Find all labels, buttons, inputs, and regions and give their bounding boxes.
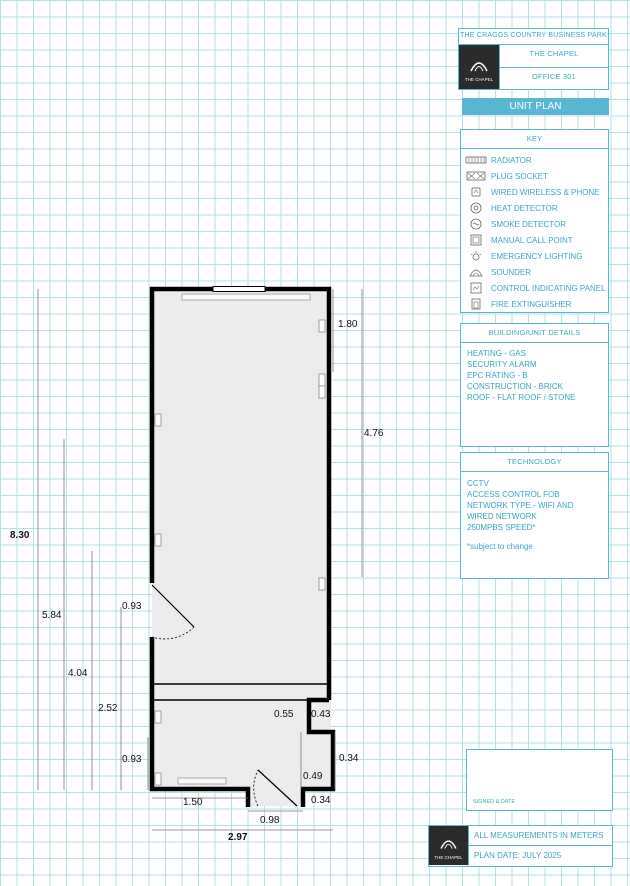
tech-line: CCTV [467, 479, 489, 488]
chapel-logo: THE CHAPEL [459, 45, 499, 89]
dim-1-80: 1.80 [338, 319, 358, 330]
heat-detector-icon [465, 202, 487, 214]
radiator-bottom [177, 777, 227, 785]
key-item-control-panel: CONTROL INDICATING PANEL [465, 282, 606, 294]
dim-0-98: 0.98 [260, 815, 280, 826]
internal-partition [152, 683, 329, 701]
chapel-arch-icon [440, 840, 457, 849]
building-details-title: BUILDING/UNIT DETAILS [488, 328, 581, 337]
emergency-lighting-icon [465, 250, 487, 262]
detail-line: HEATING - GAS [467, 349, 526, 358]
key-label: SMOKE DETECTOR [491, 219, 566, 229]
dimension-lines [37, 289, 363, 831]
key-label: FIRE EXTINGUISHER [491, 299, 572, 309]
technology-list: CCTV ACCESS CONTROL FOB NETWORK TYPE - W… [467, 478, 602, 552]
tech-line: WIRED NETWORK [467, 512, 537, 521]
key-item-manual-call-point: MANUAL CALL POINT [465, 234, 573, 246]
dim-4-76: 4.76 [364, 428, 384, 439]
plan-heading: UNIT PLAN [509, 101, 562, 112]
dim-5-84: 5.84 [42, 610, 62, 621]
radiator-icon [465, 154, 487, 166]
dim-4-04: 4.04 [68, 668, 88, 679]
building-name: THE CHAPEL [529, 49, 579, 58]
plan-date: PLAN DATE: JULY 2025 [474, 851, 562, 860]
chapel-arch-icon [470, 62, 488, 72]
footer-logo: THE CHAPEL [429, 826, 468, 865]
key-item-heat-detector: HEAT DETECTOR [465, 202, 558, 214]
key-item-radiator: RADIATOR [465, 154, 532, 166]
unit-name: OFFICE 301 [531, 72, 577, 81]
key-item-fire-extinguisher: FIRE EXTINGUISHER [465, 298, 571, 310]
sounder-icon [465, 266, 487, 278]
park-name: THE CRAGGS COUNTRY BUSINESS PARK [460, 32, 607, 39]
detail-line: EPC RATING - B [467, 371, 528, 380]
key-item-wired: WIRED WIRELESS & PHONE [465, 186, 599, 198]
dim-1-50: 1.50 [183, 797, 203, 808]
fire-extinguisher-icon [465, 298, 487, 310]
signature-box[interactable]: SIGNED & DATE [466, 749, 613, 811]
key-label: RADIATOR [491, 155, 532, 165]
key-item-smoke-detector: SMOKE DETECTOR [465, 218, 566, 230]
dim-0-43: 0.43 [311, 709, 331, 720]
key-label: MANUAL CALL POINT [491, 235, 573, 245]
technology-title: TECHNOLOGY [507, 457, 562, 466]
detail-line: SECURITY ALARM [467, 360, 537, 369]
plug-socket-icon [465, 170, 487, 182]
side-door [151, 584, 195, 640]
manual-call-point-icon [465, 234, 487, 246]
dim-0-55: 0.55 [274, 709, 294, 720]
key-item-emergency-lighting: EMERGENCY LIGHTING [465, 250, 582, 262]
plug-socket-markers [154, 319, 326, 786]
key-label: WIRED WIRELESS & PHONE [491, 187, 600, 197]
key-panel: KEY RADIATOR PLUG SOCKET WIRED WIRELESS … [460, 129, 609, 313]
dim-overall-height: 8.30 [10, 530, 30, 541]
key-label: SOUNDER [491, 267, 532, 277]
top-window [212, 286, 266, 292]
key-item-sounder: SOUNDER [465, 266, 531, 278]
footer-logo-text: THE CHAPEL [434, 855, 463, 860]
title-block: THE CRAGGS COUNTRY BUSINESS PARK THE CHA… [458, 28, 609, 90]
building-details-list: HEATING - GAS SECURITY ALARM EPC RATING … [467, 348, 602, 403]
radiator-top [181, 293, 311, 301]
key-label: CONTROL INDICATING PANEL [491, 283, 606, 293]
dim-0-34-side: 0.34 [339, 753, 359, 764]
technology-panel: TECHNOLOGY CCTV ACCESS CONTROL FOB NETWO… [460, 452, 609, 579]
logo-text: THE CHAPEL [464, 77, 494, 82]
footer-block: THE CHAPEL ALL MEASUREMENTS IN METERS PL… [428, 825, 613, 867]
key-title: KEY [526, 134, 543, 143]
dim-0-93-upper: 0.93 [122, 601, 142, 612]
control-indicating-panel-icon [465, 282, 487, 294]
smoke-detector-icon [465, 218, 487, 230]
key-label: PLUG SOCKET [491, 171, 548, 181]
dim-0-34-bottom: 0.34 [311, 795, 331, 806]
tech-line: NETWORK TYPE - WIFI AND [467, 501, 574, 510]
key-label: HEAT DETECTOR [491, 203, 558, 213]
key-item-plug-socket: PLUG SOCKET [465, 170, 548, 182]
dim-overall-width: 2.97 [228, 832, 248, 843]
tech-line: ACCESS CONTROL FOB [467, 490, 560, 499]
wired-wireless-phone-icon [465, 186, 487, 198]
detail-line: CONSTRUCTION - BRICK [467, 382, 563, 391]
entrance-door [253, 769, 298, 807]
dim-0-93-lower: 0.93 [122, 754, 142, 765]
dim-2-52: 2.52 [98, 703, 118, 714]
measurements-note: ALL MEASUREMENTS IN METERS [474, 831, 604, 840]
tech-line: 250MPBS SPEED* [467, 523, 536, 532]
signature-label: SIGNED & DATE [473, 799, 516, 805]
detail-line: ROOF - FLAT ROOF / STONE [467, 393, 576, 402]
plan-heading-bar: UNIT PLAN [462, 98, 609, 115]
building-details-panel: BUILDING/UNIT DETAILS HEATING - GAS SECU… [460, 323, 609, 447]
tech-note: *subject to change [467, 542, 533, 551]
key-label: EMERGENCY LIGHTING [491, 251, 583, 261]
dim-0-49: 0.49 [303, 771, 323, 782]
floor-area [152, 289, 333, 806]
